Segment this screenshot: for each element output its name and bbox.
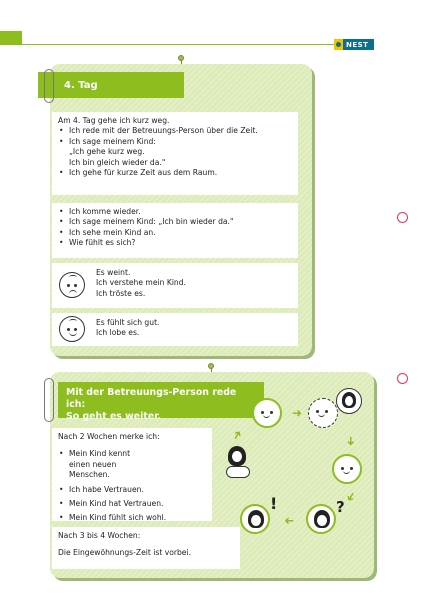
settling-cycle-illustration: ➜ ➜ ➜ ? ➜ ! ➜ (222, 384, 382, 570)
happy-box: Es fühlt sich gut. Ich lobe es. (52, 313, 298, 346)
paperclip-icon (44, 69, 54, 103)
quote-line: „Ich gehe kurz weg. (69, 147, 145, 157)
list-item: Ich gehe für kurze Zeit aus dem Raum. (58, 168, 292, 179)
three-four-weeks-box: Nach 3 bis 4 Wochen: Die Eingewöhnungs-Z… (52, 527, 240, 569)
exclamation-icon: ! (270, 494, 278, 513)
arrow-down-left-icon: ➜ (342, 489, 360, 505)
arrow-left-icon: ➜ (284, 514, 295, 528)
return-box: Ich komme wieder. Ich sage meinem Kind: … (52, 203, 298, 258)
list-item: Wie fühlt es sich? (58, 238, 292, 249)
day4-list: Ich rede mit der Betreuungs-Person über … (58, 126, 292, 147)
list-item: Mein Kind kennt einen neuen Menschen. (58, 449, 148, 480)
nest-logo: NEST (334, 39, 374, 50)
two-weeks-box: Nach 2 Wochen merke ich: Mein Kind kennt… (52, 428, 212, 524)
sad-line: Es weint. (96, 268, 131, 277)
carer-node-icon (336, 388, 362, 414)
crying-baby-icon (59, 272, 85, 298)
return-list: Ich komme wieder. Ich sage meinem Kind: … (58, 207, 292, 249)
corner-tab (0, 31, 22, 45)
list-item: Ich rede mit der Betreuungs-Person über … (58, 126, 292, 137)
happy-baby-node-icon (332, 454, 362, 484)
day4-title: 4. Tag (38, 72, 184, 98)
section2-title-line: Mit der Betreuungs-Person rede ich: (66, 387, 237, 410)
three-four-label: Nach 3 bis 4 Wochen: (58, 531, 141, 540)
parent-with-baby-icon (224, 446, 254, 478)
quote-line: Ich bin gleich wieder da." (69, 157, 166, 167)
margin-marker (397, 212, 408, 223)
three-four-text: Die Eingewöhnungs-Zeit ist vorbei. (58, 548, 191, 558)
pin-icon (208, 363, 214, 369)
question-mark-icon: ? (336, 498, 345, 516)
questioning-carer-icon (306, 504, 336, 534)
happy-baby-icon (59, 316, 85, 342)
list-item: Ich sehe mein Kind an. (58, 228, 292, 239)
day4-intro: Am 4. Tag gehe ich kurz weg. (58, 116, 170, 125)
pin-icon (178, 55, 184, 61)
pin-stem (181, 60, 182, 66)
margin-marker (397, 373, 408, 384)
list-item: Ich sage meinem Kind: (58, 137, 292, 148)
sad-line: Ich tröste es. (96, 288, 146, 298)
arrow-down-icon: ➜ (344, 435, 359, 447)
paperclip-icon (44, 378, 54, 422)
exclaiming-carer-icon (240, 504, 270, 534)
day4-intro-box: Am 4. Tag gehe ich kurz weg. Ich rede mi… (52, 112, 298, 195)
sad-box: Es weint. Ich verstehe mein Kind. Ich tr… (52, 263, 298, 308)
list-item: Mein Kind hat Vertrauen. (58, 499, 206, 510)
list-item: Ich sage meinem Kind: „Ich bin wieder da… (58, 217, 292, 228)
list-item: Ich komme wieder. (58, 207, 292, 218)
two-weeks-list: Mein Kind kennt einen neuen Menschen. Ic… (58, 449, 206, 524)
arrow-up-icon: ➜ (228, 427, 246, 443)
list-item: Ich habe Vertrauen. (58, 485, 206, 496)
happy-line: Es fühlt sich gut. (96, 318, 160, 327)
day4-list-end: Ich gehe für kurze Zeit aus dem Raum. (58, 168, 292, 179)
pin-stem (211, 368, 212, 374)
baby-node-icon (252, 398, 282, 428)
two-weeks-label: Nach 2 Wochen merke ich: (58, 432, 160, 441)
arrow-right-icon: ➜ (292, 406, 303, 420)
logo-text: NEST (346, 40, 369, 49)
thinking-baby-icon (308, 398, 338, 428)
section2-title: Mit der Betreuungs-Person rede ich: So g… (58, 382, 264, 422)
leaf-icon (334, 39, 343, 50)
sad-line: Ich verstehe mein Kind. (96, 278, 186, 288)
happy-line: Ich lobe es. (96, 328, 140, 338)
list-item: Mein Kind fühlt sich wohl. (58, 513, 206, 524)
header-rule (22, 44, 334, 45)
section2-title-line: So geht es weiter. (66, 411, 162, 422)
